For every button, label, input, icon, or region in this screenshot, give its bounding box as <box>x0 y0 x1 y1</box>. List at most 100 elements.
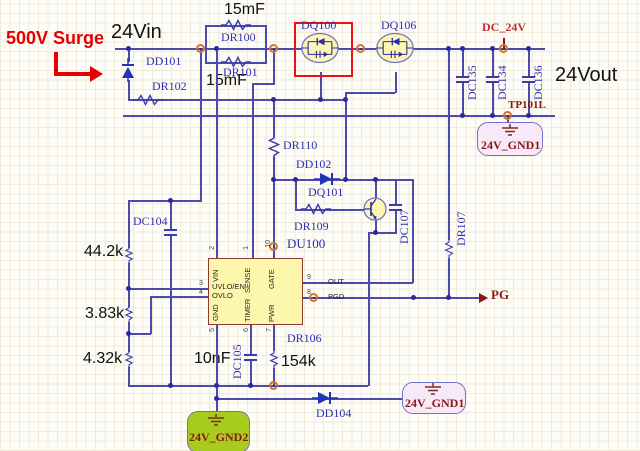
wire <box>345 92 395 94</box>
wire <box>395 72 397 93</box>
capacitor-dc105[interactable] <box>244 354 257 356</box>
designator-dc134: DC134 <box>495 65 509 100</box>
transistor-dq101[interactable] <box>362 196 388 222</box>
wire <box>320 72 322 100</box>
junction-dot <box>126 286 131 291</box>
wire <box>128 200 130 248</box>
junction-dot <box>293 177 298 182</box>
diode-dd104[interactable] <box>312 390 338 406</box>
wire <box>368 232 370 386</box>
ic-du100[interactable] <box>208 258 303 325</box>
resistor-divider-r2[interactable] <box>123 305 135 323</box>
wire <box>252 83 254 258</box>
resistor-divider-r3[interactable] <box>123 350 135 368</box>
capacitor-dc135[interactable] <box>456 76 469 78</box>
junction-dot <box>490 46 495 51</box>
junction-marker-icon <box>269 381 278 390</box>
resistor-dr109[interactable] <box>301 203 331 215</box>
mosfet-dq106[interactable] <box>375 30 415 66</box>
resistor-dr110[interactable] <box>268 134 280 160</box>
timer-cap-value: 10nF <box>194 350 231 367</box>
wire <box>128 322 130 352</box>
timer-res-value: 154k <box>281 353 316 370</box>
gnd1-top-label: 24V_GND1 <box>481 138 541 152</box>
divider-r3-value: 4.32k <box>83 350 123 367</box>
ic-pin-name-out: OUT <box>328 277 344 286</box>
capacitor-dc134[interactable] <box>486 76 499 78</box>
ic-pin-name-gnd: GND <box>211 304 220 321</box>
designator-dr106: DR106 <box>287 331 322 345</box>
junction-dot <box>526 46 531 51</box>
wire <box>250 325 252 354</box>
diode-dd102[interactable] <box>314 171 340 187</box>
power-port-stick <box>503 38 505 48</box>
capacitor-dc136[interactable] <box>522 76 535 78</box>
resistor-dr102[interactable] <box>133 94 163 106</box>
designator-dc136: DC136 <box>531 65 545 100</box>
resistor-dr106[interactable] <box>268 350 280 369</box>
wire <box>273 179 412 181</box>
wire <box>295 179 297 210</box>
wire <box>216 398 402 400</box>
wire <box>412 179 414 283</box>
designator-dr100: DR100 <box>221 30 256 44</box>
wire <box>265 25 267 63</box>
net-label-dc24v[interactable]: DC_24V <box>482 20 526 34</box>
designator-dr109: DR109 <box>294 219 329 233</box>
wire <box>216 48 218 258</box>
wire <box>200 48 202 201</box>
wire <box>492 48 494 76</box>
junction-dot <box>318 97 323 102</box>
ic-pin-num-timer: 6 <box>243 328 250 332</box>
ic-pin-name-pwr: PWR <box>267 304 276 323</box>
mosfet-dq100[interactable] <box>300 30 340 66</box>
testpoint-marker-icon[interactable] <box>503 111 512 120</box>
wire <box>128 200 202 202</box>
junction-dot <box>126 46 131 51</box>
junction-dot <box>373 177 378 182</box>
wire <box>375 179 377 199</box>
resistor-dr101[interactable] <box>221 56 251 68</box>
wire <box>123 115 555 117</box>
junction-dot <box>168 383 173 388</box>
capacitor-dc105-plate <box>244 359 257 361</box>
resistor-divider-r1[interactable] <box>123 246 135 264</box>
gnd1-bottom-label: 24V_GND1 <box>405 396 465 410</box>
junction-marker-icon <box>356 44 365 53</box>
junction-dot <box>214 383 219 388</box>
pg-port-arrow-icon <box>479 293 488 303</box>
ic-pin-name-ovlo: OVLO <box>212 291 233 300</box>
wire <box>273 325 275 351</box>
wire <box>128 263 130 307</box>
wire <box>528 48 530 76</box>
wire <box>273 157 275 258</box>
wire <box>128 80 130 100</box>
capacitor-dc104[interactable] <box>164 229 177 231</box>
wire <box>216 398 218 415</box>
designator-dq101: DQ101 <box>308 185 344 199</box>
resistor-dr107[interactable] <box>443 239 455 259</box>
wire <box>462 48 464 76</box>
ic-pin-name-uvlo: UVLO/EN <box>212 282 245 291</box>
diode-dd101[interactable] <box>120 58 136 82</box>
capacitor-dc107-plate <box>389 209 402 211</box>
designator-dr101: DR101 <box>223 65 258 79</box>
wire <box>448 48 450 240</box>
wire <box>395 179 397 204</box>
resistor-dr100[interactable] <box>221 19 251 31</box>
designator-dr102: DR102 <box>152 79 187 93</box>
wire <box>303 282 413 284</box>
wire <box>216 325 218 399</box>
capacitor-dc135-plate <box>456 81 469 83</box>
junction-dot <box>343 177 348 182</box>
designator-dc135: DC135 <box>465 65 479 100</box>
net-label-pg[interactable]: PG <box>491 287 510 302</box>
wire <box>273 48 275 84</box>
wire <box>128 288 208 290</box>
capacitor-dc107[interactable] <box>389 204 402 206</box>
junction-dot <box>460 46 465 51</box>
junction-dot <box>214 46 219 51</box>
net-label-tp101l[interactable]: TP101L <box>508 99 546 111</box>
junction-marker-icon <box>309 293 318 302</box>
